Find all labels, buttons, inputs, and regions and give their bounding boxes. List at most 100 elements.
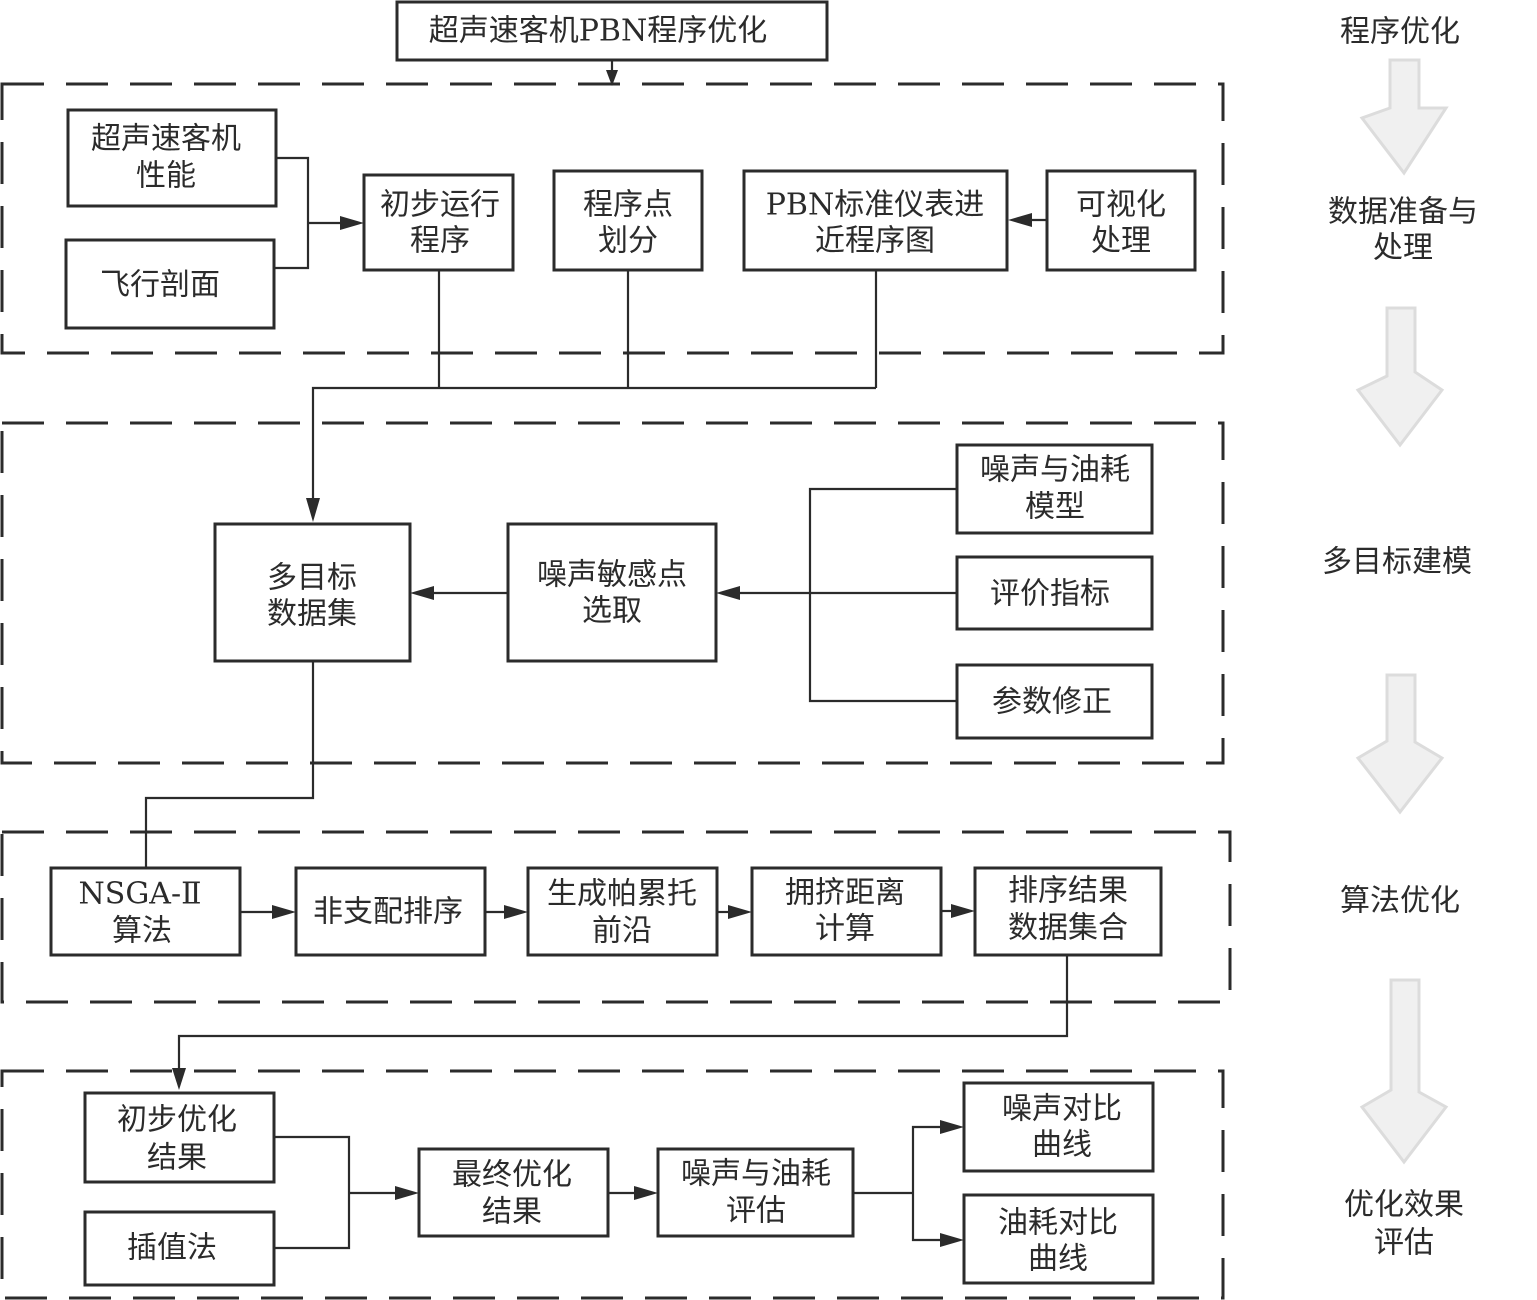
node-label: PBN标准仪表进 (766, 188, 984, 223)
node-noise-fuel-model[interactable]: 噪声与油耗 模型 (955, 443, 1154, 535)
arrowhead (306, 498, 320, 522)
connector (808, 487, 957, 703)
node-label: 近程序图 (815, 224, 935, 259)
connector (911, 1125, 942, 1242)
node-label: 选取 (582, 594, 642, 629)
stage-label-effect-evaluation: 优化效果 (1344, 1188, 1464, 1223)
node-label: 噪声对比 (1002, 1092, 1122, 1127)
stage-label-data-preparation: 数据准备与 (1328, 195, 1478, 230)
node-parameter-correction[interactable]: 参数修正 (955, 663, 1154, 740)
node-point-division[interactable]: 程序点 划分 (552, 169, 704, 272)
node-label: 初步运行 (380, 188, 500, 223)
stage-label-data-preparation-line2: 处理 (1373, 231, 1433, 266)
node-label: 非支配排序 (313, 895, 463, 930)
node-aircraft-performance[interactable]: 超声速客机 性能 (66, 108, 278, 208)
node-label: 参数修正 (992, 685, 1112, 720)
down-arrow-icon (1355, 673, 1445, 815)
node-label: 噪声与油耗 (980, 453, 1130, 488)
arrowhead (395, 1186, 419, 1200)
node-initial-procedure[interactable]: 初步运行 程序 (362, 173, 515, 272)
node-label: 超声速客机 (91, 122, 241, 157)
node-sensitive-point-selection[interactable]: 噪声敏感点 选取 (506, 522, 718, 663)
arrowhead (951, 904, 975, 918)
node-label: 评估 (726, 1194, 786, 1229)
arrowhead (504, 905, 528, 919)
node-interpolation[interactable]: 插值法 (83, 1210, 276, 1287)
region-evaluation (0, 1069, 1225, 1300)
arrowhead (606, 70, 618, 86)
stage-label-multi-objective-modeling: 多目标建模 (1322, 545, 1472, 580)
region-algorithm-optimization (0, 830, 1232, 1004)
arrowhead (634, 1186, 658, 1200)
node-label: 多目标 (267, 561, 357, 596)
node-label: 初步优化 (117, 1103, 237, 1138)
connector (274, 1135, 351, 1250)
node-sorted-result-set[interactable]: 排序结果 数据集合 (973, 866, 1163, 957)
node-label: 曲线 (1028, 1242, 1088, 1277)
node-pbn-approach-chart[interactable]: PBN标准仪表进 近程序图 (742, 169, 1009, 272)
node-label: 排序结果 (1008, 874, 1128, 909)
arrowhead (172, 1068, 186, 1090)
node-nsga-ii[interactable]: NSGA-Ⅱ 算法 (49, 866, 242, 957)
arrowhead (410, 586, 434, 600)
node-label: 程序点 (583, 188, 673, 223)
node-crowding-distance[interactable]: 拥挤距离 计算 (750, 866, 943, 957)
down-arrow-icon (1359, 58, 1449, 176)
node-multi-objective-dataset[interactable]: 多目标 数据集 (213, 522, 412, 663)
arrowhead (272, 905, 296, 919)
node-pareto-front[interactable]: 生成帕累托 前沿 (526, 866, 719, 957)
connector (144, 661, 315, 868)
node-label: 评价指标 (990, 577, 1110, 612)
node-label: 结果 (482, 1195, 542, 1230)
node-label: 处理 (1091, 224, 1151, 259)
node-label: 最终优化 (452, 1158, 572, 1193)
title-text: 超声速客机PBN程序优化 (429, 14, 767, 49)
node-initial-optimization-result[interactable]: 初步优化 结果 (83, 1091, 276, 1184)
node-label: 算法 (112, 914, 172, 949)
node-fuel-comparison-curve[interactable]: 油耗对比 曲线 (962, 1193, 1155, 1285)
stage-label-algorithm-optimization: 算法优化 (1340, 884, 1460, 919)
node-label: 拥挤距离 (785, 876, 905, 911)
arrowhead (340, 216, 364, 230)
node-label: 噪声敏感点 (537, 558, 687, 593)
node-label: 飞行剖面 (100, 268, 220, 303)
node-visualization[interactable]: 可视化 处理 (1045, 169, 1197, 272)
node-label: 前沿 (592, 914, 652, 949)
node-final-optimization-result[interactable]: 最终优化 结果 (417, 1147, 610, 1238)
node-label: 曲线 (1032, 1128, 1092, 1163)
node-label: 计算 (815, 912, 875, 947)
connector (274, 156, 310, 270)
region-multi-objective-modeling (0, 421, 1225, 765)
node-label: 插值法 (127, 1231, 217, 1266)
node-label: 结果 (147, 1141, 207, 1176)
node-non-dominated-sorting[interactable]: 非支配排序 (294, 866, 487, 957)
node-noise-comparison-curve[interactable]: 噪声对比 曲线 (962, 1081, 1155, 1173)
node-label: 性能 (136, 159, 196, 194)
arrowhead (940, 1120, 964, 1134)
node-label: 程序 (410, 224, 470, 259)
node-label: 可视化 (1076, 188, 1166, 223)
node-label: 模型 (1025, 490, 1085, 525)
down-arrow-icon (1359, 978, 1449, 1165)
node-flight-profile[interactable]: 飞行剖面 (64, 238, 276, 330)
node-evaluation-metrics[interactable]: 评价指标 (955, 555, 1154, 631)
down-arrow-icon (1355, 306, 1445, 448)
node-label: NSGA-Ⅱ (79, 877, 202, 912)
arrowhead (716, 586, 740, 600)
node-label: 油耗对比 (998, 1206, 1118, 1241)
connector (311, 386, 876, 510)
arrowhead (1008, 213, 1032, 227)
connector (177, 955, 1069, 1078)
node-label: 划分 (598, 224, 658, 259)
node-label: 生成帕累托 (547, 877, 697, 912)
stage-label-effect-evaluation-line2: 评估 (1374, 1226, 1434, 1261)
node-label: 噪声与油耗 (681, 1157, 831, 1192)
arrowhead (728, 905, 752, 919)
node-noise-fuel-evaluation[interactable]: 噪声与油耗 评估 (656, 1147, 855, 1238)
stage-label-program-optimization: 程序优化 (1340, 15, 1460, 50)
node-label: 数据集合 (1008, 911, 1128, 946)
title-node[interactable]: 超声速客机PBN程序优化 (395, 0, 829, 62)
arrowhead (940, 1233, 964, 1247)
node-label: 数据集 (267, 597, 357, 632)
